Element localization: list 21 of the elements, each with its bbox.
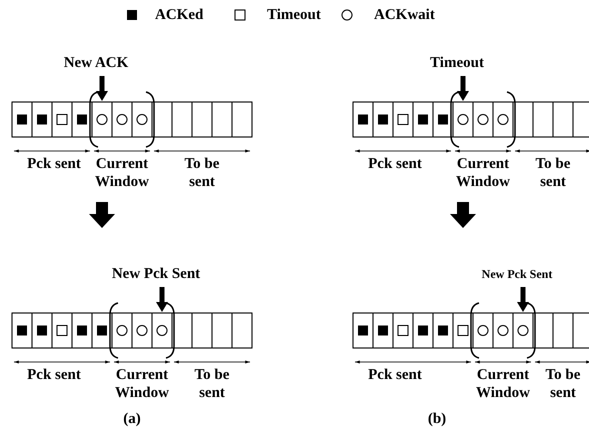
arrow-caption: New Pck Sent bbox=[112, 265, 200, 283]
legend-label: ACKed bbox=[155, 6, 204, 24]
range-label: Pck sent bbox=[368, 155, 422, 173]
legend-label: Timeout bbox=[267, 6, 321, 24]
panel-label: (b) bbox=[428, 410, 446, 428]
range-label: Pck sent bbox=[27, 155, 81, 173]
range-label: Pck sent bbox=[27, 366, 81, 384]
range-label: Current Window bbox=[455, 155, 511, 191]
arrow-caption: New Pck Sent bbox=[482, 266, 552, 283]
range-label: Current Window bbox=[114, 366, 170, 402]
legend-label: ACKwait bbox=[374, 6, 435, 24]
arrow-caption: Timeout bbox=[430, 54, 484, 72]
panel-label: (a) bbox=[123, 410, 141, 428]
range-label: To be sent bbox=[194, 366, 230, 402]
range-label: To be sent bbox=[534, 155, 572, 191]
range-label: To be sent bbox=[184, 155, 220, 191]
arrow-caption: New ACK bbox=[64, 54, 128, 72]
range-label: Current Window bbox=[475, 366, 531, 402]
range-label: Current Window bbox=[94, 155, 150, 191]
range-label: Pck sent bbox=[368, 366, 422, 384]
range-label: To be sent bbox=[544, 366, 582, 402]
